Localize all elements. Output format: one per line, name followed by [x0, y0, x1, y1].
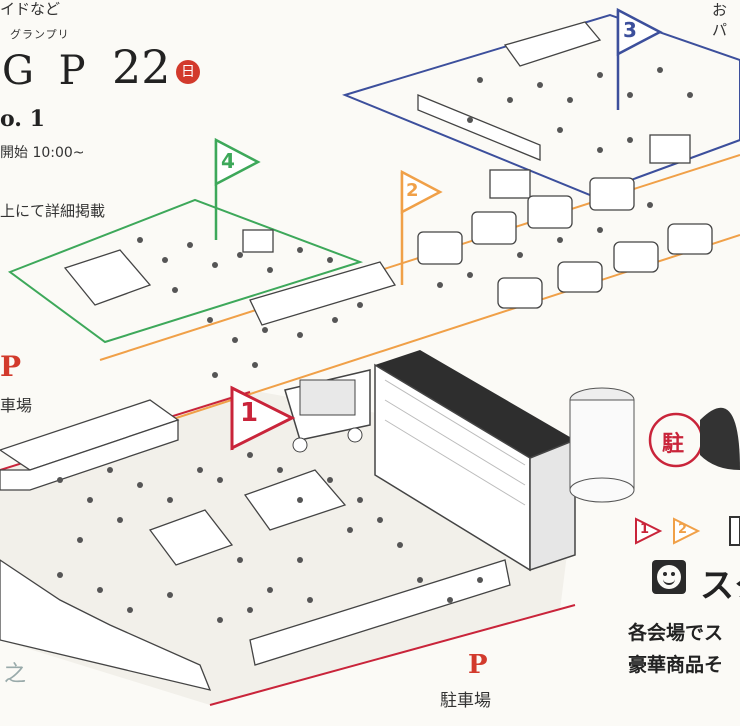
right-top-text: お パ — [712, 0, 727, 40]
parking-boundary — [209, 604, 576, 706]
tents-zone-1 — [0, 399, 511, 691]
bottom-left-mark: 之 — [4, 662, 27, 687]
detail-note: 上にて詳細掲載 — [0, 202, 106, 220]
flag-zone-2 — [400, 169, 443, 285]
body-line-1: 各会場でス — [628, 622, 724, 644]
stage-building — [374, 350, 576, 572]
intro-fragment: イドなど — [0, 0, 61, 18]
flag-label-3: 3 — [623, 18, 637, 42]
event-date: 22 — [112, 40, 171, 94]
structures-zone-3 — [417, 21, 691, 199]
tents-zone-4 — [63, 229, 397, 326]
flag-zone-4 — [214, 137, 261, 240]
food-trucks-zone-2 — [417, 177, 713, 309]
page-title: G P — [2, 48, 92, 94]
event-day-badge: 日 — [176, 60, 200, 84]
flag-label-2: 2 — [406, 180, 419, 201]
parking-bottom-label: 駐車場 — [440, 691, 491, 711]
opening-time: 開始 10:00~ — [0, 145, 85, 161]
legend-number-1: 1 — [640, 522, 650, 537]
flag-zone-1 — [230, 385, 296, 451]
stamp-seal-label: 駐 — [662, 432, 685, 457]
parking-bottom-symbol: P — [468, 650, 488, 680]
stamp-title: スタ — [700, 566, 740, 606]
legend-flags: 1 2 — [634, 515, 740, 551]
stamp-seal — [648, 407, 740, 470]
right-top-line-1: お — [712, 1, 728, 19]
crowd — [57, 67, 693, 623]
title-ruby: グランプリ — [10, 28, 70, 41]
body-line-2: 豪華商品そ — [628, 654, 724, 676]
smile-icon — [652, 560, 686, 594]
flag-label-4: 4 — [221, 149, 235, 173]
flag-label-1: 1 — [240, 398, 259, 428]
legend-number-2: 2 — [678, 522, 688, 537]
zone-4-area — [7, 198, 364, 344]
issue-number: o. 1 — [0, 106, 45, 132]
flag-zone-3 — [616, 7, 663, 110]
parking-left-label: 車場 — [0, 396, 33, 415]
silo — [569, 387, 635, 503]
stage-truck — [284, 369, 371, 453]
right-top-line-2: パ — [712, 21, 728, 39]
parking-left-symbol: P — [0, 350, 22, 383]
legend-flag-icons — [635, 516, 740, 546]
